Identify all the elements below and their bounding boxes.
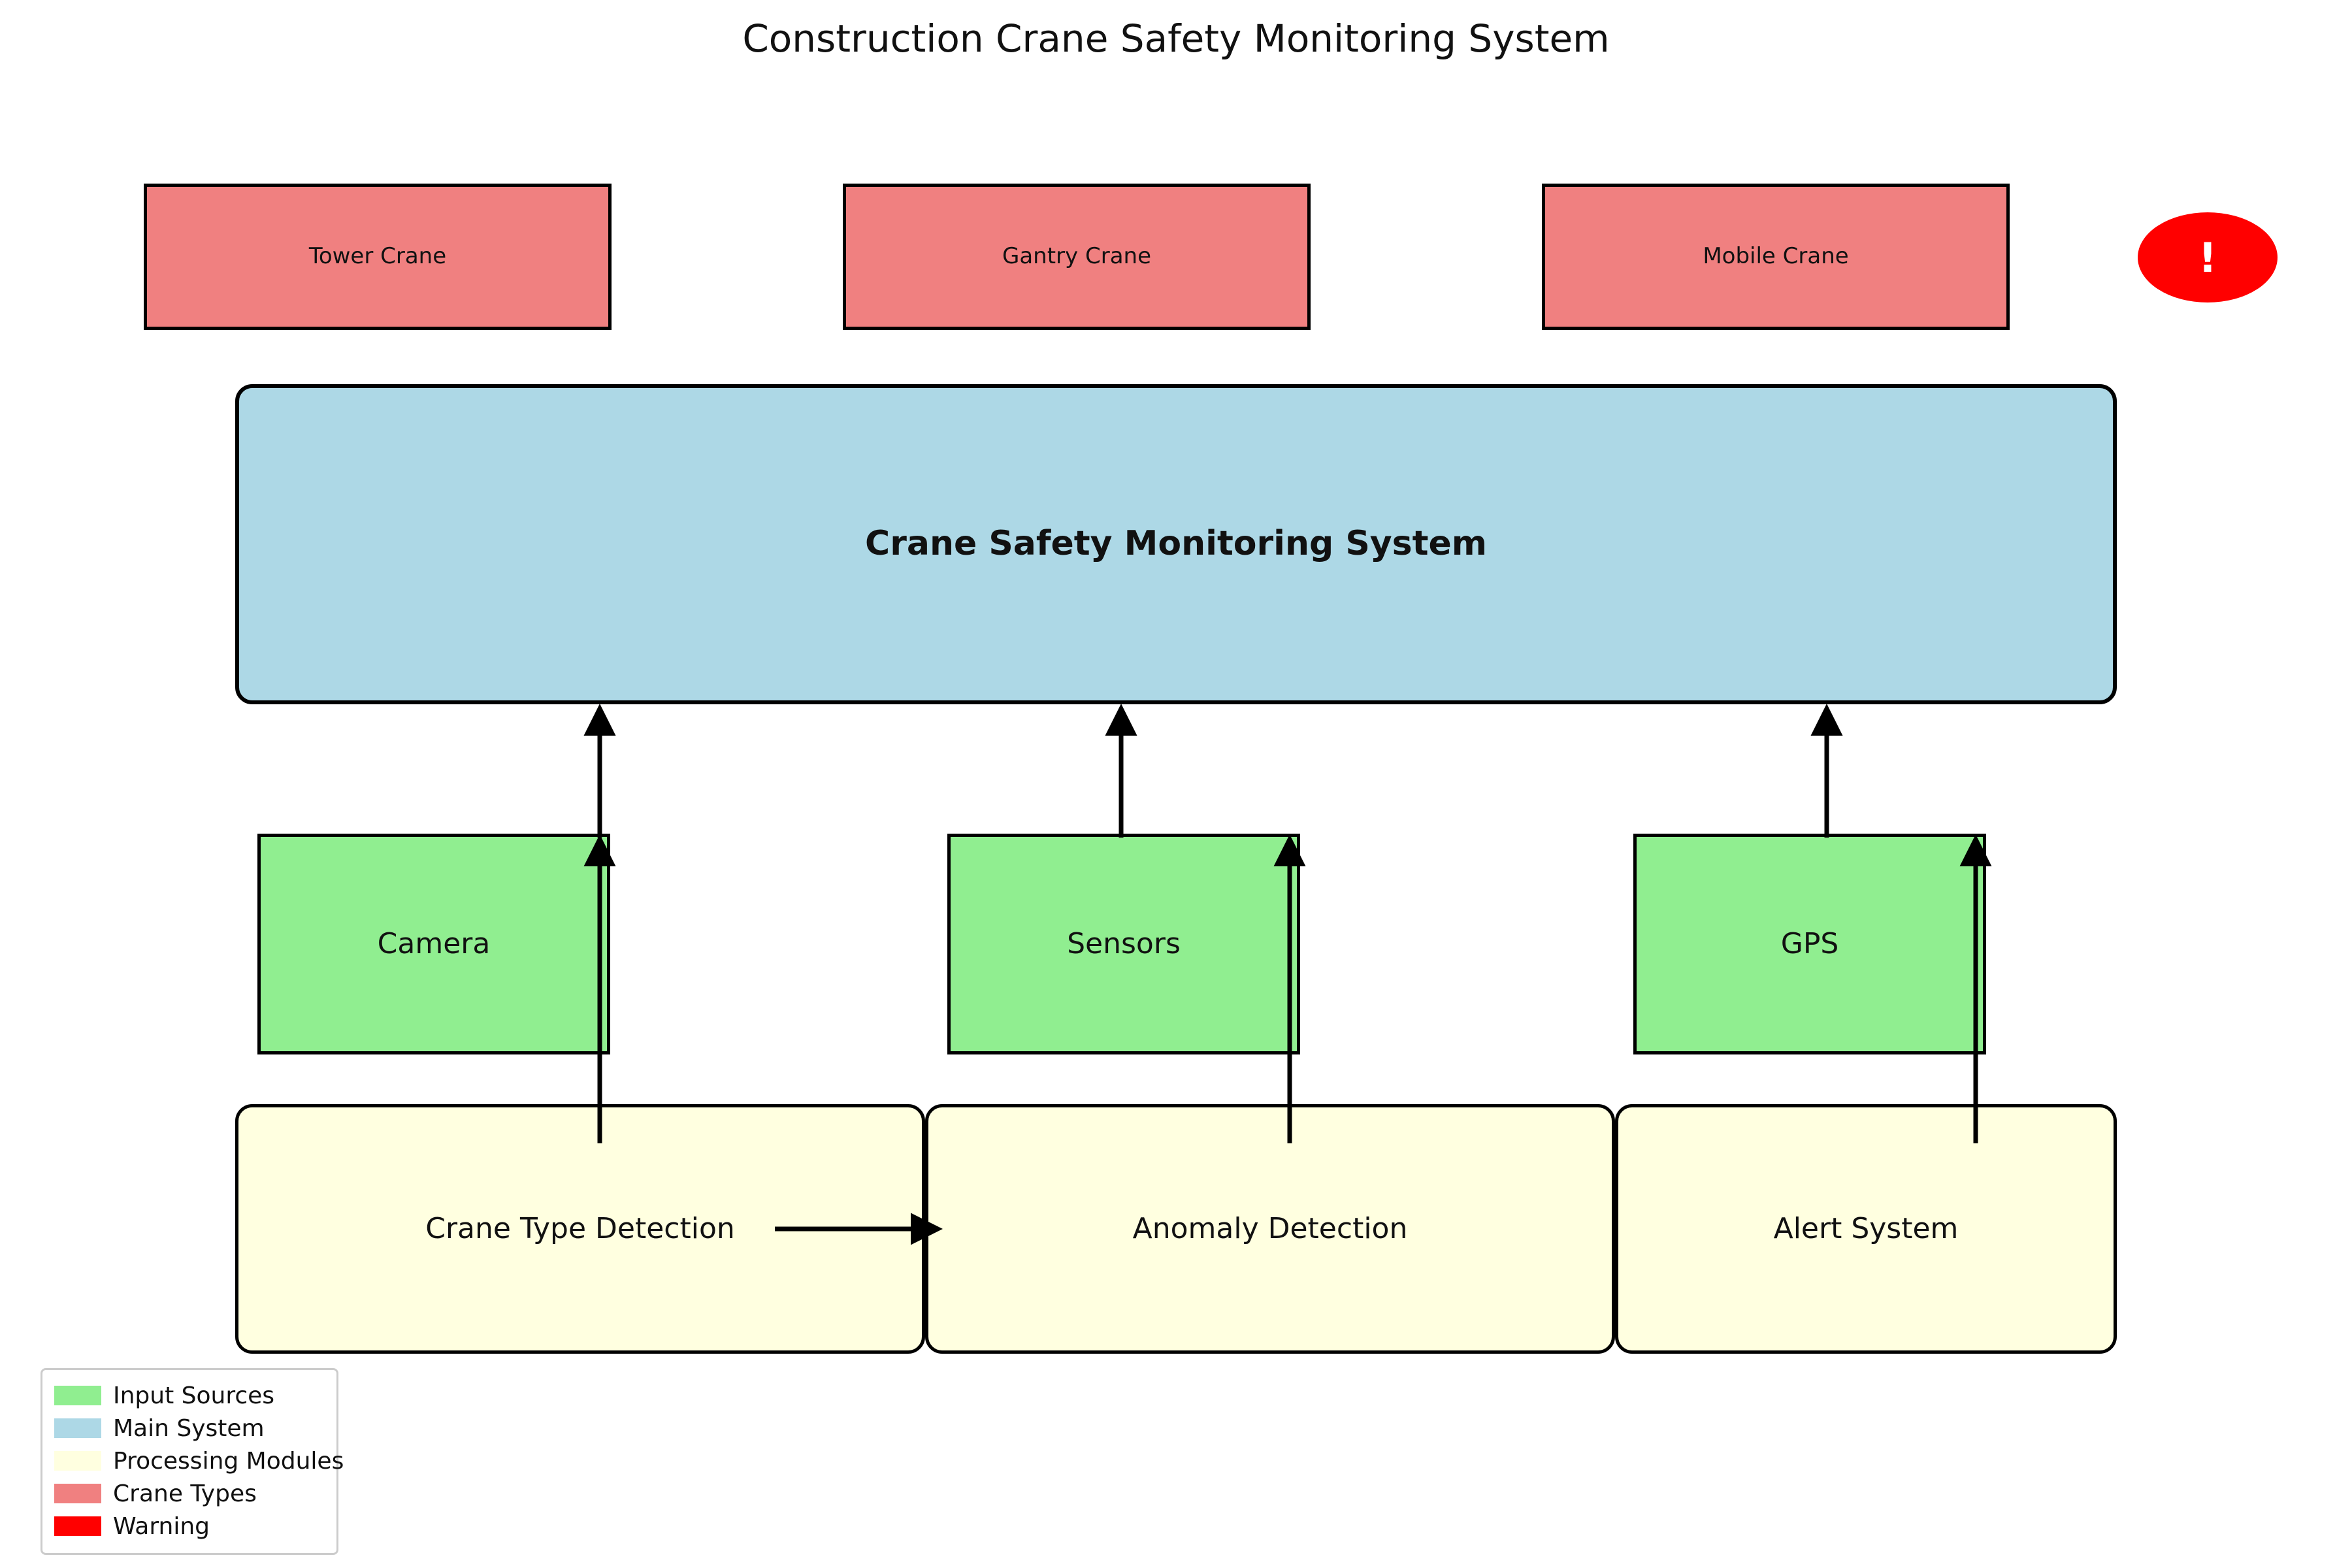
- legend-swatch: [54, 1451, 101, 1471]
- legend-swatch: [54, 1418, 101, 1438]
- page-title: Construction Crane Safety Monitoring Sys…: [742, 16, 1610, 61]
- legend-item: Warning: [54, 1510, 325, 1543]
- processing-module-alert-system[interactable]: Alert System: [1615, 1104, 2117, 1354]
- crane-type-tower[interactable]: Tower Crane: [144, 184, 612, 330]
- input-source-camera[interactable]: Camera: [257, 834, 610, 1054]
- warning-icon[interactable]: !: [2138, 212, 2278, 302]
- legend-swatch: [54, 1484, 101, 1503]
- input-source-sensors-label: Sensors: [1067, 926, 1181, 960]
- processing-module-alert-system-label: Alert System: [1773, 1211, 1959, 1245]
- crane-type-gantry-label: Gantry Crane: [1002, 243, 1151, 270]
- processing-module-anomaly-detection-label: Anomaly Detection: [1132, 1211, 1408, 1245]
- processing-module-crane-type-detection[interactable]: Crane Type Detection: [235, 1104, 925, 1354]
- legend-item-label: Processing Modules: [113, 1447, 344, 1475]
- processing-module-anomaly-detection[interactable]: Anomaly Detection: [925, 1104, 1615, 1354]
- crane-type-mobile[interactable]: Mobile Crane: [1542, 184, 2010, 330]
- legend-item: Processing Modules: [54, 1445, 344, 1477]
- legend-item-label: Main System: [113, 1414, 265, 1442]
- input-source-gps[interactable]: GPS: [1633, 834, 1986, 1054]
- input-source-gps-label: GPS: [1780, 926, 1839, 960]
- legend-item: Input Sources: [54, 1379, 325, 1412]
- processing-module-crane-type-detection-label: Crane Type Detection: [425, 1211, 735, 1245]
- main-system-node[interactable]: Crane Safety Monitoring System: [235, 384, 2117, 704]
- legend-swatch: [54, 1386, 101, 1405]
- legend-item: Crane Types: [54, 1477, 325, 1510]
- legend-swatch: [54, 1516, 101, 1536]
- legend-item: Main System: [54, 1412, 325, 1445]
- crane-type-mobile-label: Mobile Crane: [1703, 243, 1849, 270]
- warning-exclamation-glyph: !: [2198, 233, 2217, 282]
- input-source-camera-label: Camera: [377, 926, 491, 960]
- legend-item-label: Warning: [113, 1512, 210, 1540]
- main-system-label: Crane Safety Monitoring System: [865, 524, 1487, 564]
- input-source-sensors[interactable]: Sensors: [947, 834, 1300, 1054]
- legend-item-label: Input Sources: [113, 1382, 275, 1409]
- crane-type-tower-label: Tower Crane: [308, 243, 447, 270]
- legend-item-label: Crane Types: [113, 1480, 257, 1507]
- crane-type-gantry[interactable]: Gantry Crane: [843, 184, 1311, 330]
